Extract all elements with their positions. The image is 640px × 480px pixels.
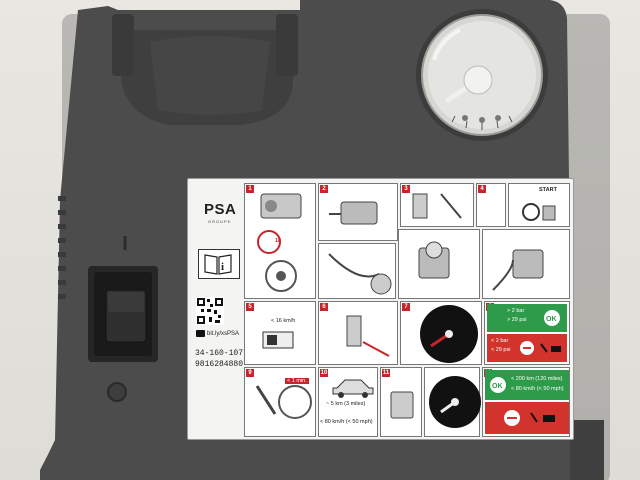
side-grip (58, 196, 66, 299)
step-number: 10 (320, 369, 328, 377)
step-10-cell: 10 (318, 367, 378, 437)
step-number: 9 (246, 369, 254, 377)
corner-foot (570, 420, 604, 480)
plug-in-cell (482, 229, 570, 299)
step-number: 11 (382, 369, 390, 377)
step-7-cell: 7 (400, 301, 482, 365)
pressure-ok-box: > 2 bar > 29 psi OK (487, 304, 567, 332)
range-ok-box: OK < 200 km (120 miles) < 80 km/h (< 50 … (485, 370, 569, 400)
step-number: 1 (246, 185, 254, 193)
pressure-low-box: < 2 bar < 29 psi (487, 334, 567, 362)
range-stop-box (485, 402, 569, 434)
range-ok-text: < 200 km (120 miles) (511, 376, 563, 382)
tyre-connect-cell (398, 229, 480, 299)
part-number-2: 9816284880 (195, 360, 244, 369)
car-icon (332, 379, 374, 398)
instruction-label: PSA GROUPE i bit.ly/xsPSA 34-160-1077 98… (187, 178, 574, 440)
pressure-ok-text: > 2 bar (507, 308, 525, 314)
max-speed-text: < 80 km/h (< 50 mph) (320, 419, 373, 425)
step-6-cell: 6 (318, 301, 398, 365)
start-text: START (539, 187, 557, 193)
step-2-cell: 2 (318, 183, 398, 241)
step-number: 5 (246, 303, 254, 311)
right-tab (276, 14, 298, 76)
pressure-ok-psi-text: > 29 psi (507, 317, 527, 323)
screw-hole (107, 382, 127, 402)
svg-text:OK: OK (492, 383, 503, 390)
gauge-cell-2 (424, 367, 481, 437)
video-play-icon (196, 330, 205, 337)
range-ok-speed-text: < 80 km/h (< 50 mph) (511, 386, 564, 392)
start-cell: START (508, 183, 570, 227)
pressure-gauge (416, 9, 548, 141)
step-9-cell: 9 < 1 min. (244, 367, 316, 437)
step-4-cell: 4 (476, 183, 506, 227)
step-number: 6 (320, 303, 328, 311)
pressure-low-psi-text: < 29 psi (491, 347, 511, 353)
step-number: 4 (478, 185, 486, 193)
brand-subtitle: GROUPE (208, 219, 232, 224)
step-number: 3 (402, 185, 410, 193)
brand-logo: PSA (204, 201, 237, 218)
step-1-illustration (257, 193, 302, 292)
pressure-low-text: < 2 bar (491, 338, 509, 344)
step-1-cell: 1 18 (244, 183, 316, 299)
ok-icon: OK (544, 310, 560, 326)
step-11-cell: 11 (380, 367, 422, 437)
step-5-cell: 5 < 16 km/h (244, 301, 316, 365)
stop-and-call-icon (520, 341, 561, 355)
step-8-cell: 8 > 2 bar > 29 psi OK < 2 bar < 29 psi (484, 301, 570, 365)
step-3-cell: 3 (400, 183, 474, 227)
svg-text:i: i (221, 261, 224, 273)
distance-text: ~ 5 km (3 miles) (326, 401, 366, 407)
power-switch[interactable] (105, 289, 147, 343)
stop-and-call-icon (504, 410, 555, 426)
manual-book-icon: i (198, 249, 240, 279)
svg-text:OK: OK (546, 316, 557, 323)
gauge-illustration-2 (429, 376, 481, 428)
part-number-1: 34-160-1077 (195, 349, 248, 358)
step-number: 7 (402, 303, 410, 311)
help-url: bit.ly/xsPSA (207, 331, 240, 337)
gauge-illustration (420, 305, 478, 363)
hose-recess (150, 36, 270, 115)
ok-icon: OK (490, 377, 506, 393)
step-number: 2 (320, 185, 328, 193)
power-button-icon (522, 203, 556, 221)
time-text: < 1 min. (285, 378, 309, 384)
qr-code-icon (196, 297, 224, 325)
sticker-value: 18 (275, 238, 282, 244)
speed-limit-text: < 16 km/h (271, 318, 296, 324)
step-12-cell: 12 OK < 200 km (120 miles) < 80 km/h (< … (482, 367, 570, 437)
left-tab (112, 14, 134, 76)
hose-connect-cell (318, 243, 396, 299)
